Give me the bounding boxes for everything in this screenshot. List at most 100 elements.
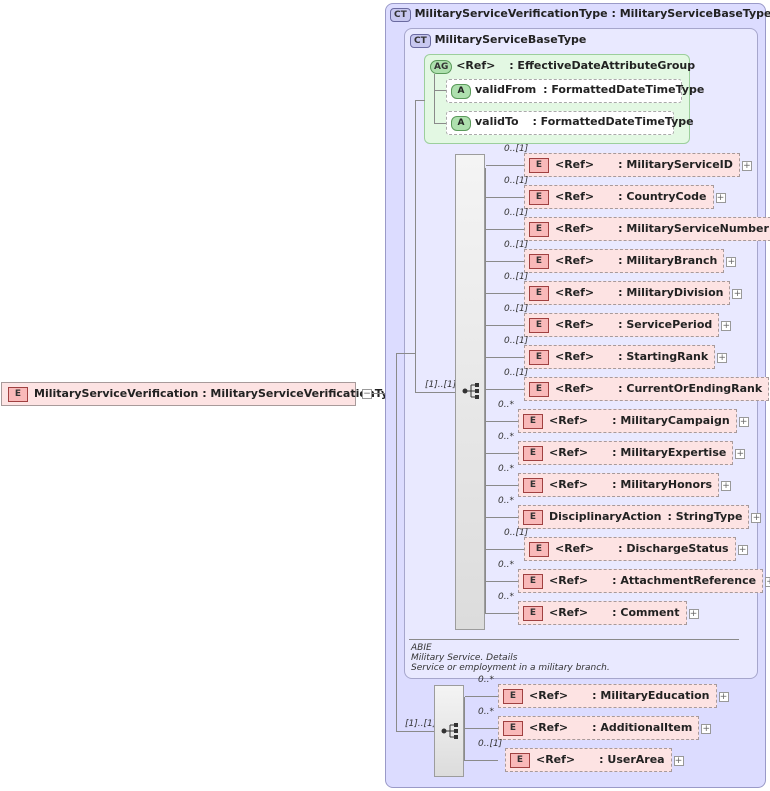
element-type: : CountryCode bbox=[618, 190, 707, 203]
element-row[interactable]: E<Ref>: MilitaryExpertise bbox=[518, 441, 734, 465]
expand-icon[interactable]: + bbox=[738, 417, 749, 427]
element-ref: <Ref> bbox=[555, 254, 595, 267]
element-occurrence: 0..* bbox=[498, 464, 514, 474]
complex-type-icon: CT bbox=[390, 8, 411, 22]
element-ref: <Ref> bbox=[529, 689, 569, 702]
element-ref: <Ref> bbox=[555, 286, 595, 299]
element-row[interactable]: E <Ref> : MilitaryServiceID bbox=[524, 153, 740, 177]
expand-icon[interactable]: + bbox=[715, 193, 726, 203]
element-row[interactable]: E <Ref> : MilitaryCampaign bbox=[518, 409, 737, 433]
element-occurrence: 0..* bbox=[498, 560, 514, 570]
expand-icon[interactable]: + bbox=[688, 609, 699, 619]
element-occurrence: 0..[1] bbox=[504, 176, 529, 186]
element-ref: <Ref> bbox=[555, 382, 595, 395]
element-icon: E bbox=[510, 753, 530, 768]
attribute-valid-from[interactable]: A validFrom : FormattedDateTimeType bbox=[446, 79, 704, 103]
element-occurrence: 0..[1] bbox=[504, 304, 529, 314]
element-icon: E bbox=[523, 478, 543, 493]
element-type: : CurrentOrEndingRank bbox=[618, 382, 763, 395]
root-element[interactable]: E MilitaryServiceVerification : Military… bbox=[1, 382, 403, 406]
element-ref: <Ref> bbox=[549, 574, 589, 587]
element-occurrence: 0..* bbox=[498, 400, 514, 410]
element-row[interactable]: E<Ref>: StartingRank bbox=[524, 345, 716, 369]
element-row[interactable]: E<Ref>: CountryCode bbox=[524, 185, 714, 209]
element-ref: <Ref> bbox=[549, 606, 589, 619]
element-ref: <Ref> bbox=[536, 753, 576, 766]
expand-icon[interactable]: + bbox=[732, 289, 743, 299]
element-type: : Comment bbox=[612, 606, 680, 619]
element-icon: E bbox=[529, 350, 549, 365]
expand-icon[interactable]: + bbox=[717, 353, 728, 363]
element-type: : AttachmentReference bbox=[612, 574, 757, 587]
root-element-name: MilitaryServiceVerification bbox=[34, 387, 199, 400]
expand-icon[interactable]: + bbox=[737, 545, 748, 555]
element-occurrence: 0..* bbox=[498, 592, 514, 602]
element-ref: <Ref> bbox=[555, 190, 595, 203]
element-row[interactable]: E <Ref> : UserArea bbox=[505, 748, 672, 772]
expand-icon[interactable]: + bbox=[765, 577, 770, 587]
element-icon: E bbox=[529, 318, 549, 333]
element-type: : MilitaryServiceID bbox=[618, 158, 733, 171]
element-icon: E bbox=[529, 222, 549, 237]
element-occurrence: 0..[1] bbox=[504, 336, 529, 346]
element-ref: DisciplinaryAction bbox=[549, 510, 662, 523]
element-ref: <Ref> bbox=[549, 414, 589, 427]
expand-icon[interactable]: + bbox=[721, 481, 732, 491]
element-ref: <Ref> bbox=[555, 158, 595, 171]
sequence-compositor[interactable] bbox=[455, 154, 485, 630]
sequence-icon bbox=[441, 723, 458, 739]
element-row[interactable]: E<Ref>: AdditionalItem bbox=[498, 716, 700, 740]
element-row[interactable]: E <Ref> : MilitaryServiceNumber bbox=[524, 217, 770, 241]
element-occurrence: 0..* bbox=[478, 675, 494, 685]
element-ref: <Ref> bbox=[555, 222, 595, 235]
element-type: : UserArea bbox=[599, 753, 665, 766]
element-icon: E bbox=[529, 286, 549, 301]
element-icon: E bbox=[529, 254, 549, 269]
element-type: : DischargeStatus bbox=[618, 542, 729, 555]
element-type: : MilitaryCampaign bbox=[612, 414, 730, 427]
expand-icon[interactable]: + bbox=[718, 692, 729, 702]
documentation: ABIE Military Service. Details Service o… bbox=[411, 643, 610, 673]
expand-icon[interactable]: + bbox=[751, 513, 762, 523]
element-row[interactable]: E<Ref>: CurrentOrEndingRank bbox=[524, 377, 770, 401]
element-row[interactable]: E<Ref>: AttachmentReference bbox=[518, 569, 764, 593]
expand-icon[interactable]: + bbox=[701, 724, 712, 734]
attribute-valid-to[interactable]: A validTo : FormattedDateTimeType bbox=[446, 111, 694, 135]
element-icon: E bbox=[523, 414, 543, 429]
sequence-occurrence: [1]..[1] bbox=[405, 719, 437, 729]
expand-icon[interactable]: + bbox=[673, 756, 684, 766]
complex-type-icon: CT bbox=[410, 34, 431, 48]
expand-icon[interactable]: + bbox=[735, 449, 746, 459]
element-row[interactable]: E<Ref>: MilitaryEducation bbox=[498, 684, 717, 708]
expand-icon[interactable]: + bbox=[726, 257, 737, 267]
element-row[interactable]: E <Ref> : Comment bbox=[518, 601, 687, 625]
element-row[interactable]: E <Ref> : DischargeStatus bbox=[524, 537, 736, 561]
element-type: : MilitaryHonors bbox=[612, 478, 713, 491]
expand-icon[interactable]: + bbox=[741, 161, 752, 171]
element-occurrence: 0..* bbox=[498, 496, 514, 506]
element-type: : MilitaryServiceNumber bbox=[618, 222, 769, 235]
element-row[interactable]: E<Ref>: MilitaryHonors bbox=[518, 473, 720, 497]
expand-icon[interactable]: + bbox=[721, 321, 732, 331]
outer-type-title: CT MilitaryServiceVerificationType : Mil… bbox=[390, 7, 770, 22]
element-type: : ServicePeriod bbox=[618, 318, 713, 331]
element-type: : StringType bbox=[667, 510, 743, 523]
element-icon: E bbox=[523, 446, 543, 461]
element-icon: E bbox=[523, 606, 543, 621]
element-type: : StartingRank bbox=[618, 350, 709, 363]
element-icon: E bbox=[529, 158, 549, 173]
collapse-icon[interactable]: − bbox=[362, 389, 372, 399]
element-row[interactable]: E<Ref>: MilitaryDivision bbox=[524, 281, 731, 305]
attribute-group-title[interactable]: AG <Ref> : EffectiveDateAttributeGroup bbox=[430, 59, 695, 74]
element-ref: <Ref> bbox=[555, 542, 595, 555]
element-icon: E bbox=[8, 387, 28, 402]
sequence-icon bbox=[462, 383, 479, 399]
element-icon: E bbox=[529, 542, 549, 557]
element-occurrence: 0..[1] bbox=[504, 368, 529, 378]
element-row[interactable]: E<Ref>: MilitaryBranch bbox=[524, 249, 725, 273]
element-occurrence: 0..[1] bbox=[504, 528, 529, 538]
element-icon: E bbox=[503, 721, 523, 736]
element-icon: E bbox=[503, 689, 523, 704]
element-row[interactable]: E<Ref>: ServicePeriod bbox=[524, 313, 720, 337]
